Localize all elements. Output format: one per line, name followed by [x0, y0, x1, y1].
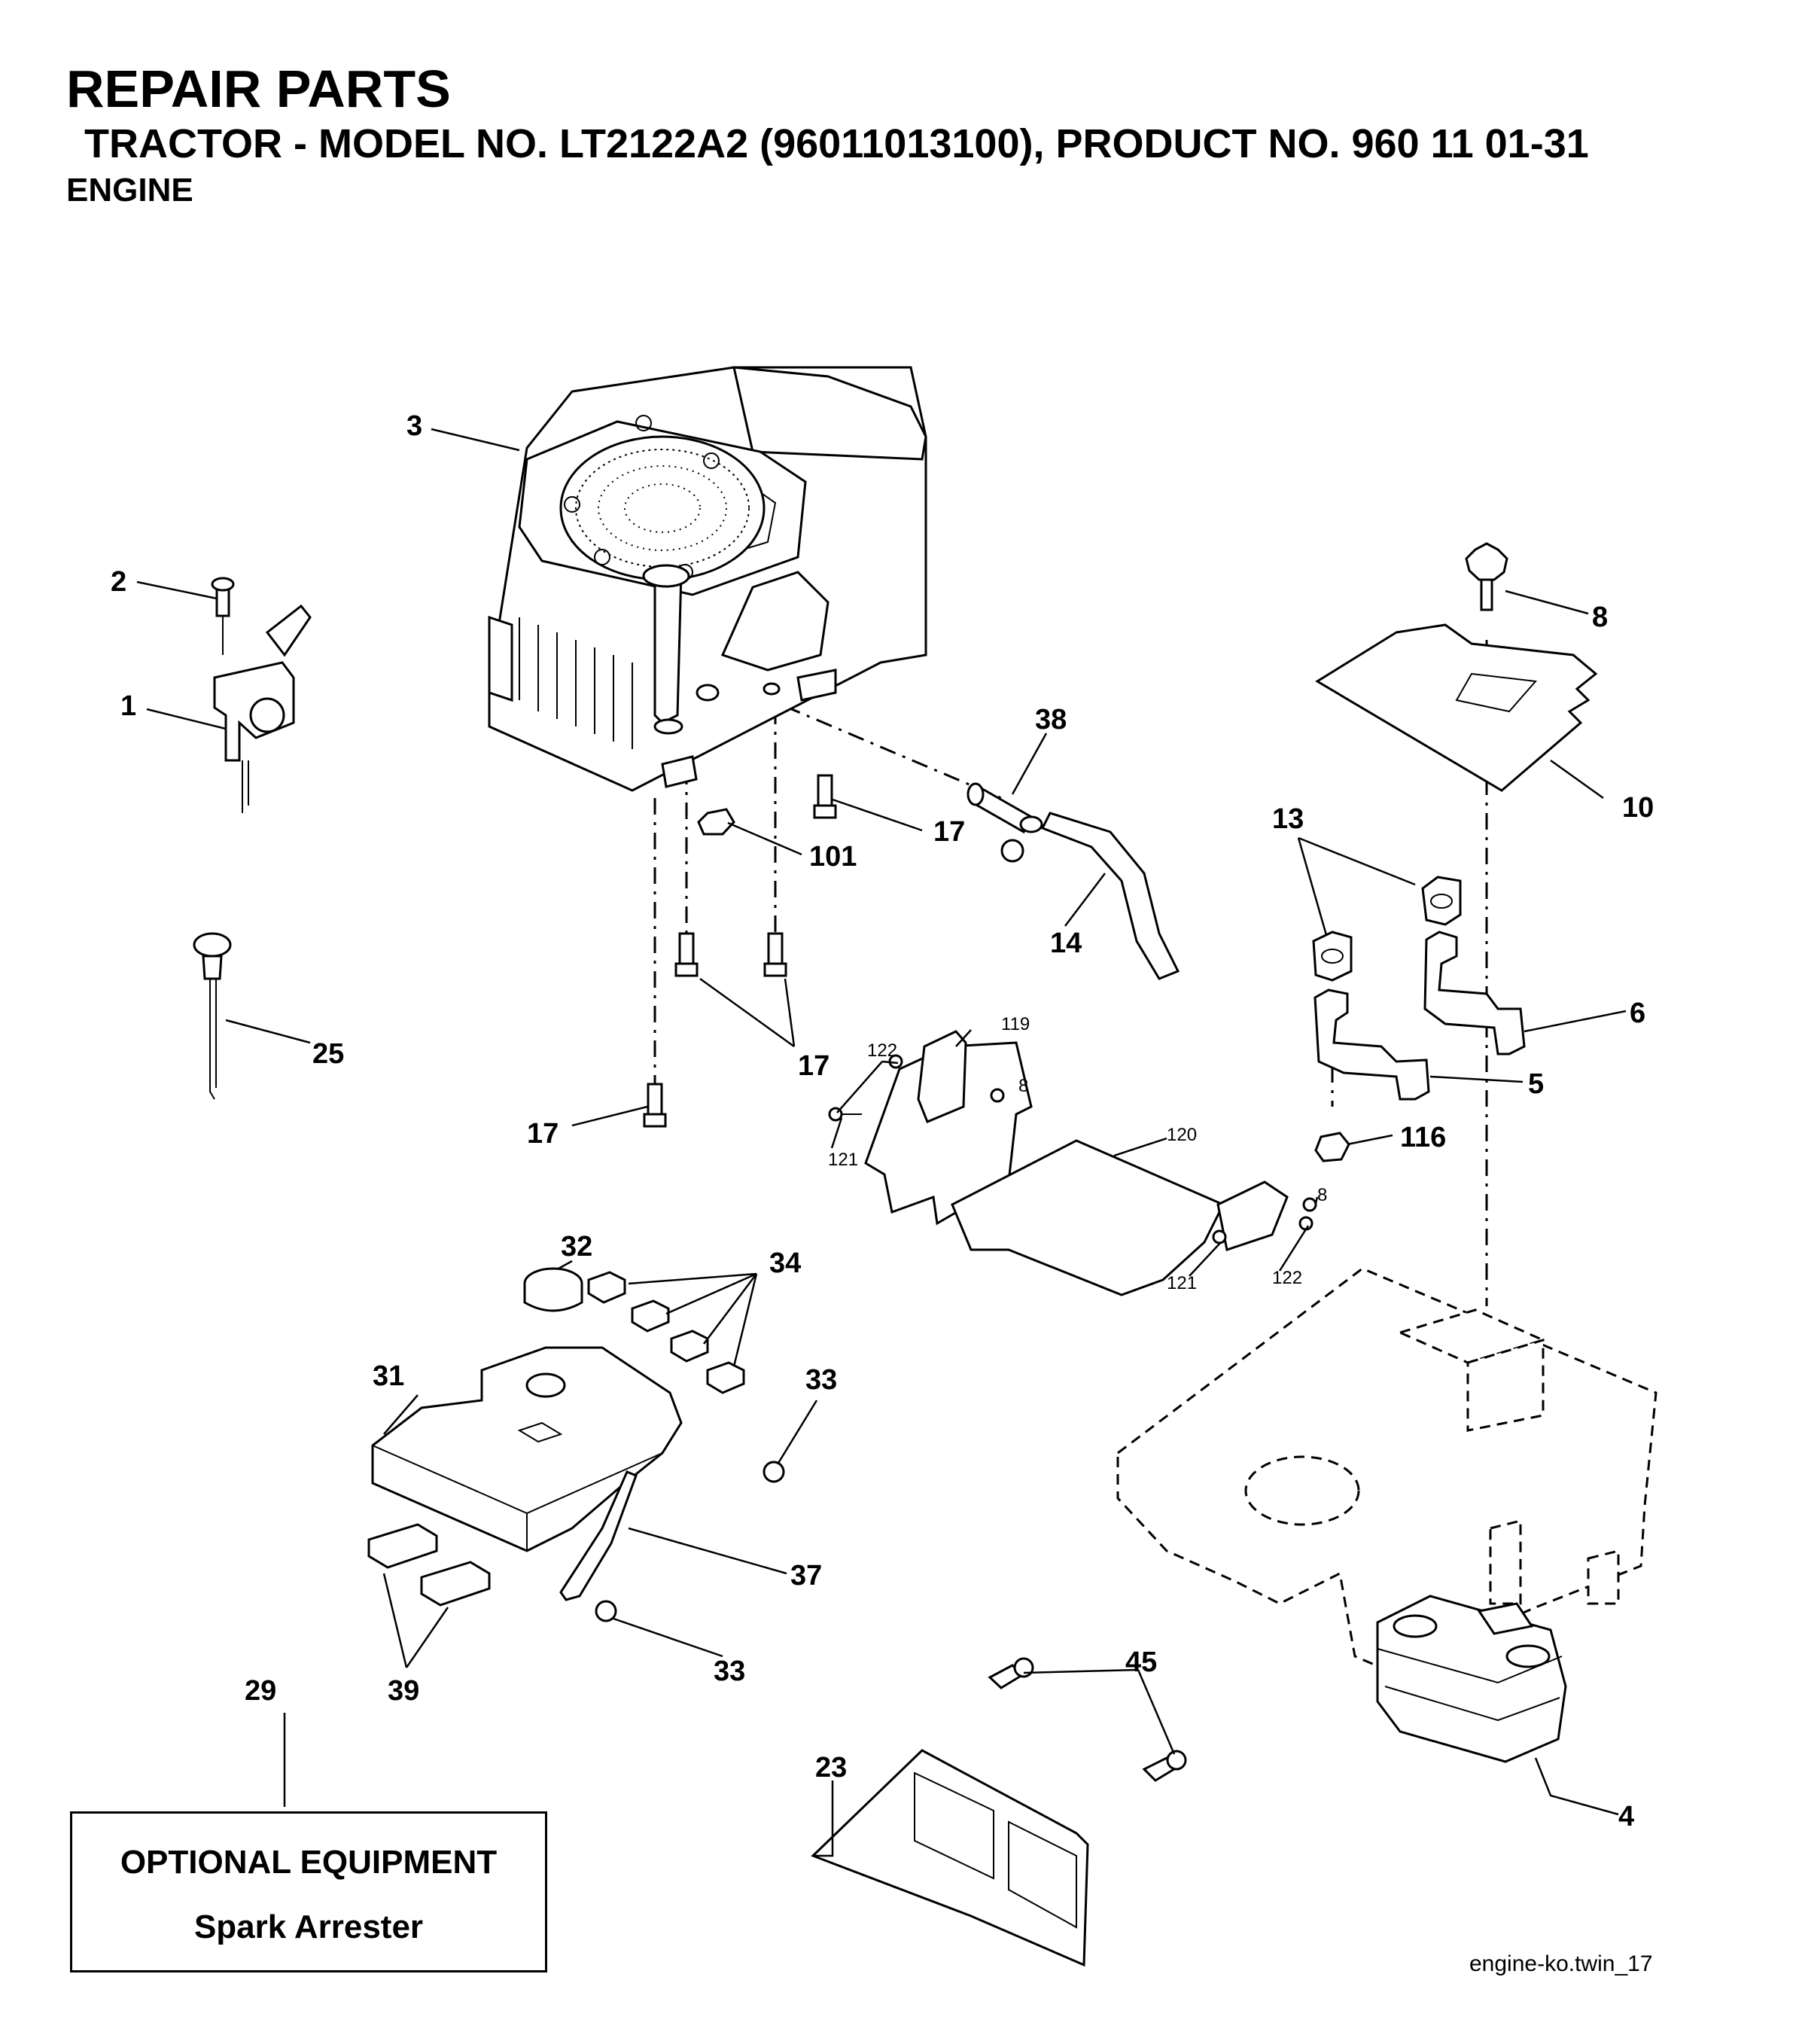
- exhaust-pipe-part-5: [1314, 988, 1430, 1101]
- tank-pads-part-34: [587, 1271, 745, 1394]
- page-title: REPAIR PARTS: [66, 59, 451, 118]
- tank-pads-part-39: [367, 1523, 491, 1607]
- leader-lines: [136, 428, 1627, 1857]
- fuel-tank-part-31: [371, 1346, 683, 1552]
- heat-shield-part-10: [1315, 623, 1598, 792]
- screws-part-45: [988, 1657, 1187, 1782]
- knob-screw-part-8: [1465, 542, 1508, 611]
- hose-clamps-part-33: [595, 1461, 785, 1622]
- exhaust-pipe-part-6: [1423, 931, 1526, 1056]
- callout-25: 25: [312, 1038, 344, 1070]
- callout-1: 1: [120, 690, 136, 722]
- section-title: ENGINE: [66, 172, 193, 209]
- callout-6: 6: [1630, 998, 1645, 1029]
- deflector-plate-part-23: [811, 1749, 1089, 1967]
- callout-38: 38: [1035, 704, 1067, 736]
- callout-14: 14: [1050, 928, 1082, 959]
- nut-part-101: [697, 808, 735, 836]
- callout-45: 45: [1125, 1646, 1157, 1678]
- callout-37: 37: [790, 1560, 822, 1592]
- model-subtitle: TRACTOR - MODEL NO. LT2122A2 (9601101310…: [84, 121, 1589, 166]
- callout-39: 39: [388, 1675, 419, 1707]
- engine-part-3: [488, 366, 927, 792]
- callout-32: 32: [561, 1231, 592, 1263]
- callout-17-top: 17: [933, 816, 965, 848]
- callout-labels: 3 2 1 8 10 13 6 5 116 38 14 17 101 17 17…: [111, 410, 1654, 1832]
- exhaust-gaskets-13: [1312, 876, 1462, 982]
- fuel-filter-part-38: [966, 782, 1043, 863]
- callout-116: 116: [1400, 1122, 1446, 1153]
- callout-8-right: 8: [1317, 1185, 1327, 1205]
- callout-34: 34: [769, 1247, 801, 1279]
- fuel-cap-part-32: [523, 1267, 583, 1312]
- callout-13: 13: [1272, 803, 1304, 835]
- callout-119: 119: [1001, 1014, 1030, 1034]
- drawing-reference: engine-ko.twin_17: [1469, 1951, 1653, 1976]
- callout-121-left: 121: [828, 1150, 858, 1170]
- nut-part-116: [1314, 1132, 1350, 1162]
- optional-equipment-item: Spark Arrester: [193, 1908, 424, 1945]
- dipstick-part-25: [193, 932, 232, 1100]
- callout-122-right: 122: [1272, 1268, 1302, 1288]
- callout-8-bracket: 8: [1018, 1076, 1028, 1096]
- callout-8: 8: [1592, 602, 1608, 633]
- callout-4: 4: [1618, 1801, 1634, 1832]
- callout-23: 23: [815, 1752, 847, 1784]
- optional-equipment-box: OPTIONAL EQUIPMENT Spark Arrester: [70, 1811, 547, 1972]
- callout-5: 5: [1528, 1068, 1544, 1100]
- fuel-line-part-14: [1040, 812, 1180, 980]
- optional-equipment-title: OPTIONAL EQUIPMENT: [120, 1844, 498, 1881]
- callout-122-left: 122: [867, 1040, 897, 1061]
- mounting-bolts-17: [643, 774, 837, 1128]
- tractor-frame-outline: [1116, 1267, 1657, 1704]
- callout-33-top: 33: [805, 1364, 837, 1396]
- mount-hardware-121-122: [828, 1054, 1317, 1244]
- callout-101: 101: [809, 841, 857, 873]
- callout-2: 2: [111, 566, 126, 598]
- callout-3: 3: [406, 410, 422, 442]
- fuel-line-part-37: [559, 1470, 638, 1601]
- callout-120: 120: [1167, 1125, 1197, 1145]
- mount-bracket-part-120: [951, 1139, 1289, 1296]
- throttle-control-parts: [211, 577, 312, 813]
- callout-121-right: 121: [1167, 1273, 1197, 1293]
- muffler-part-4: [1376, 1595, 1567, 1763]
- callout-17-pair: 17: [798, 1050, 830, 1082]
- callout-10: 10: [1622, 792, 1654, 824]
- callout-17-bottom: 17: [527, 1118, 559, 1150]
- callout-29: 29: [245, 1675, 276, 1707]
- callout-33-bottom: 33: [714, 1656, 745, 1687]
- callout-31: 31: [373, 1360, 404, 1392]
